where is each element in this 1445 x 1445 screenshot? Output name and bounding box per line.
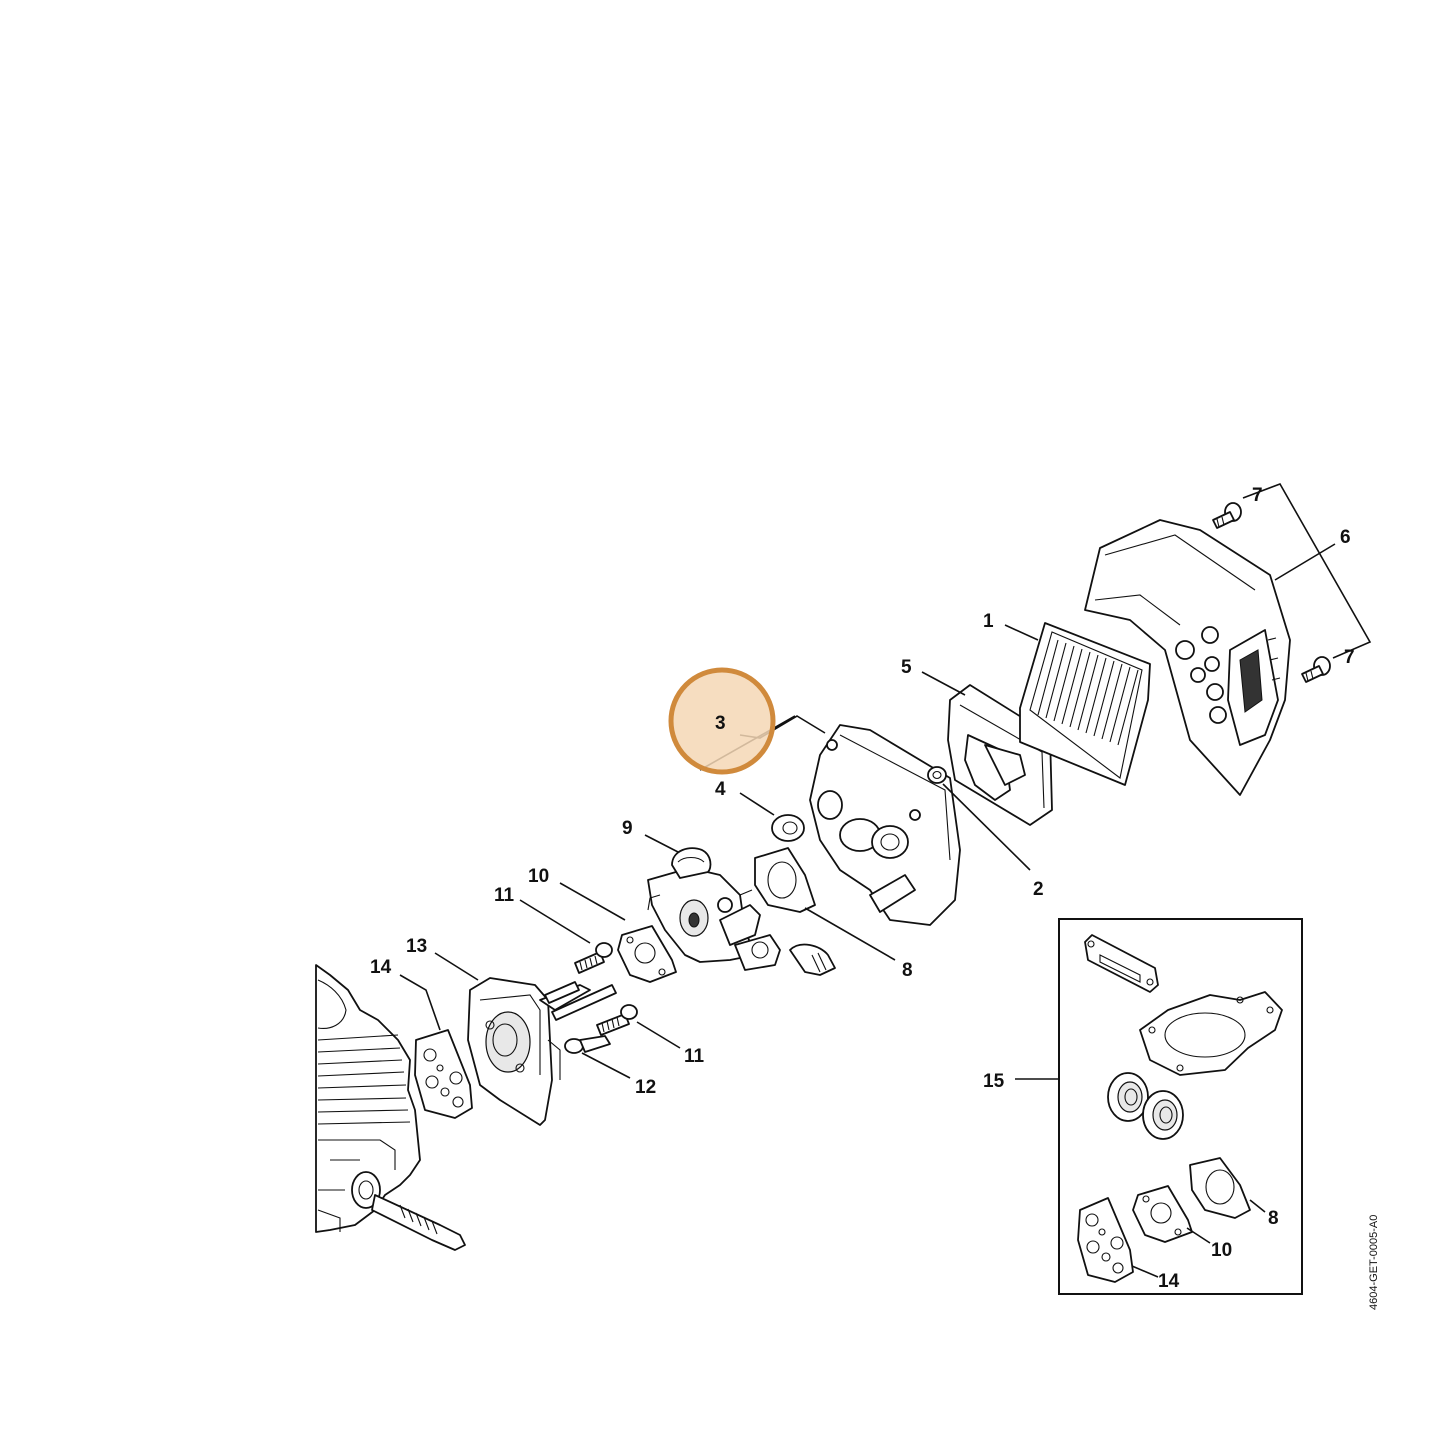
label-part-2[interactable]: 2 <box>1033 879 1044 900</box>
part-1-air-filter <box>1019 622 1151 786</box>
part-2-nut <box>927 766 947 784</box>
part-labels: 1 2 3 4 5 6 7 7 8 9 10 11 11 12 13 14 15… <box>370 485 1355 1292</box>
label-part-11-upper[interactable]: 11 <box>494 885 515 906</box>
label-part-14[interactable]: 14 <box>370 957 392 978</box>
part-14-gasket <box>414 1029 473 1119</box>
label-part-10[interactable]: 10 <box>528 866 549 887</box>
label-kit-10[interactable]: 10 <box>1211 1240 1232 1261</box>
part-11-screw-upper <box>574 942 613 974</box>
part-9-carburetor <box>647 847 836 976</box>
part-12-clip <box>564 1035 611 1054</box>
leader-lines <box>399 483 1372 1080</box>
label-part-4[interactable]: 4 <box>715 779 726 800</box>
label-part-13[interactable]: 13 <box>406 936 427 957</box>
kit-gasket-10 <box>1132 1185 1193 1243</box>
label-part-7-upper[interactable]: 7 <box>1252 485 1263 506</box>
part-8-gasket <box>754 847 816 913</box>
part-7-screw-upper <box>1212 502 1242 529</box>
part-7-screw-lower <box>1301 656 1331 683</box>
kit-muffler-gasket <box>1084 934 1159 993</box>
filter-pleats <box>1037 639 1139 746</box>
label-part-1[interactable]: 1 <box>983 611 994 632</box>
label-part-15[interactable]: 15 <box>983 1071 1005 1092</box>
label-part-11-lower[interactable]: 11 <box>684 1046 705 1067</box>
label-part-5[interactable]: 5 <box>901 657 912 678</box>
kit-cylinder-gasket <box>1139 991 1283 1076</box>
label-part-3[interactable]: 3 <box>715 713 726 734</box>
part-4-grommet <box>771 814 805 842</box>
label-kit-14[interactable]: 14 <box>1158 1271 1180 1292</box>
label-part-7-lower[interactable]: 7 <box>1344 647 1355 668</box>
part-6-filter-cover <box>1084 519 1291 796</box>
part-3-filter-base <box>809 724 961 926</box>
label-part-6[interactable]: 6 <box>1340 527 1351 548</box>
part-11-screw-lower <box>596 1004 638 1036</box>
part-10-gasket <box>617 925 677 983</box>
kit-gasket-14 <box>1077 1197 1134 1283</box>
kit-gasket-8 <box>1189 1157 1251 1219</box>
label-part-8[interactable]: 8 <box>902 960 913 981</box>
manifold-studs <box>544 981 617 1021</box>
label-part-12[interactable]: 12 <box>635 1077 656 1098</box>
gasket-kit-box <box>1058 918 1303 1295</box>
engine-cylinder <box>315 964 466 1251</box>
label-part-9[interactable]: 9 <box>622 818 633 839</box>
highlight-marker[interactable] <box>668 667 776 775</box>
kit-oil-seals <box>1107 1072 1184 1140</box>
diagram-reference-code: 4604-GET-0005-A0 <box>1368 1214 1380 1310</box>
label-kit-8[interactable]: 8 <box>1268 1208 1279 1229</box>
